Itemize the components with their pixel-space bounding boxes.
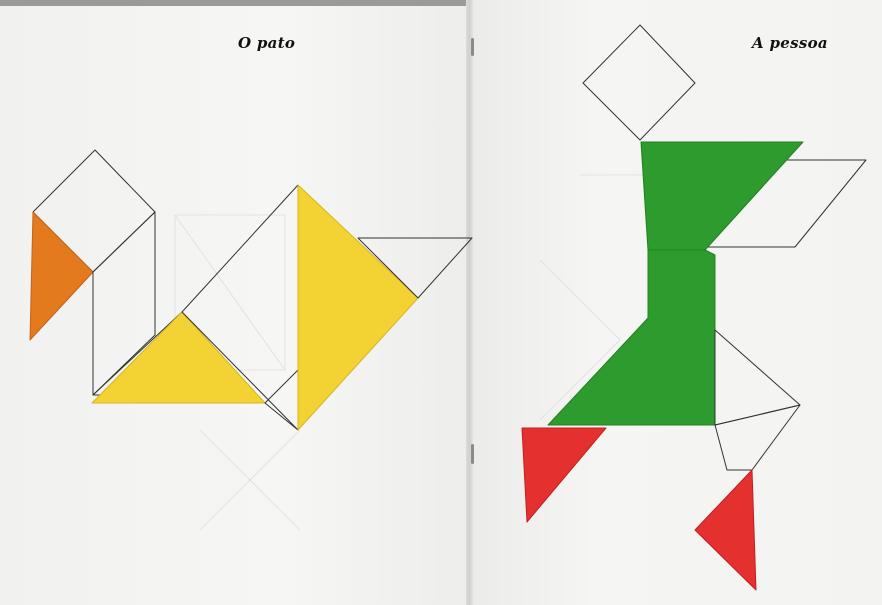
person-leg-lower-outline [715,405,800,470]
person-torso-lower [548,250,715,425]
duck-figure [30,150,472,430]
person-figure [522,25,866,590]
duck-body-triangle [92,312,265,403]
person-left-foot-triangle [522,428,606,522]
duck-beak-triangle [30,212,93,340]
staple-bottom [471,444,474,464]
duck-title: O pato [238,34,295,52]
duck-wing-outline-triangle [265,370,298,430]
person-torso-upper [641,142,803,250]
duck-tail-triangle [298,185,418,430]
person-title: A pessoa [752,34,828,52]
print-through-lines [175,175,660,530]
person-right-foot-triangle [695,470,756,590]
person-leg-upper-outline [715,330,800,425]
staple-top [471,38,474,56]
person-head-square [583,25,695,140]
